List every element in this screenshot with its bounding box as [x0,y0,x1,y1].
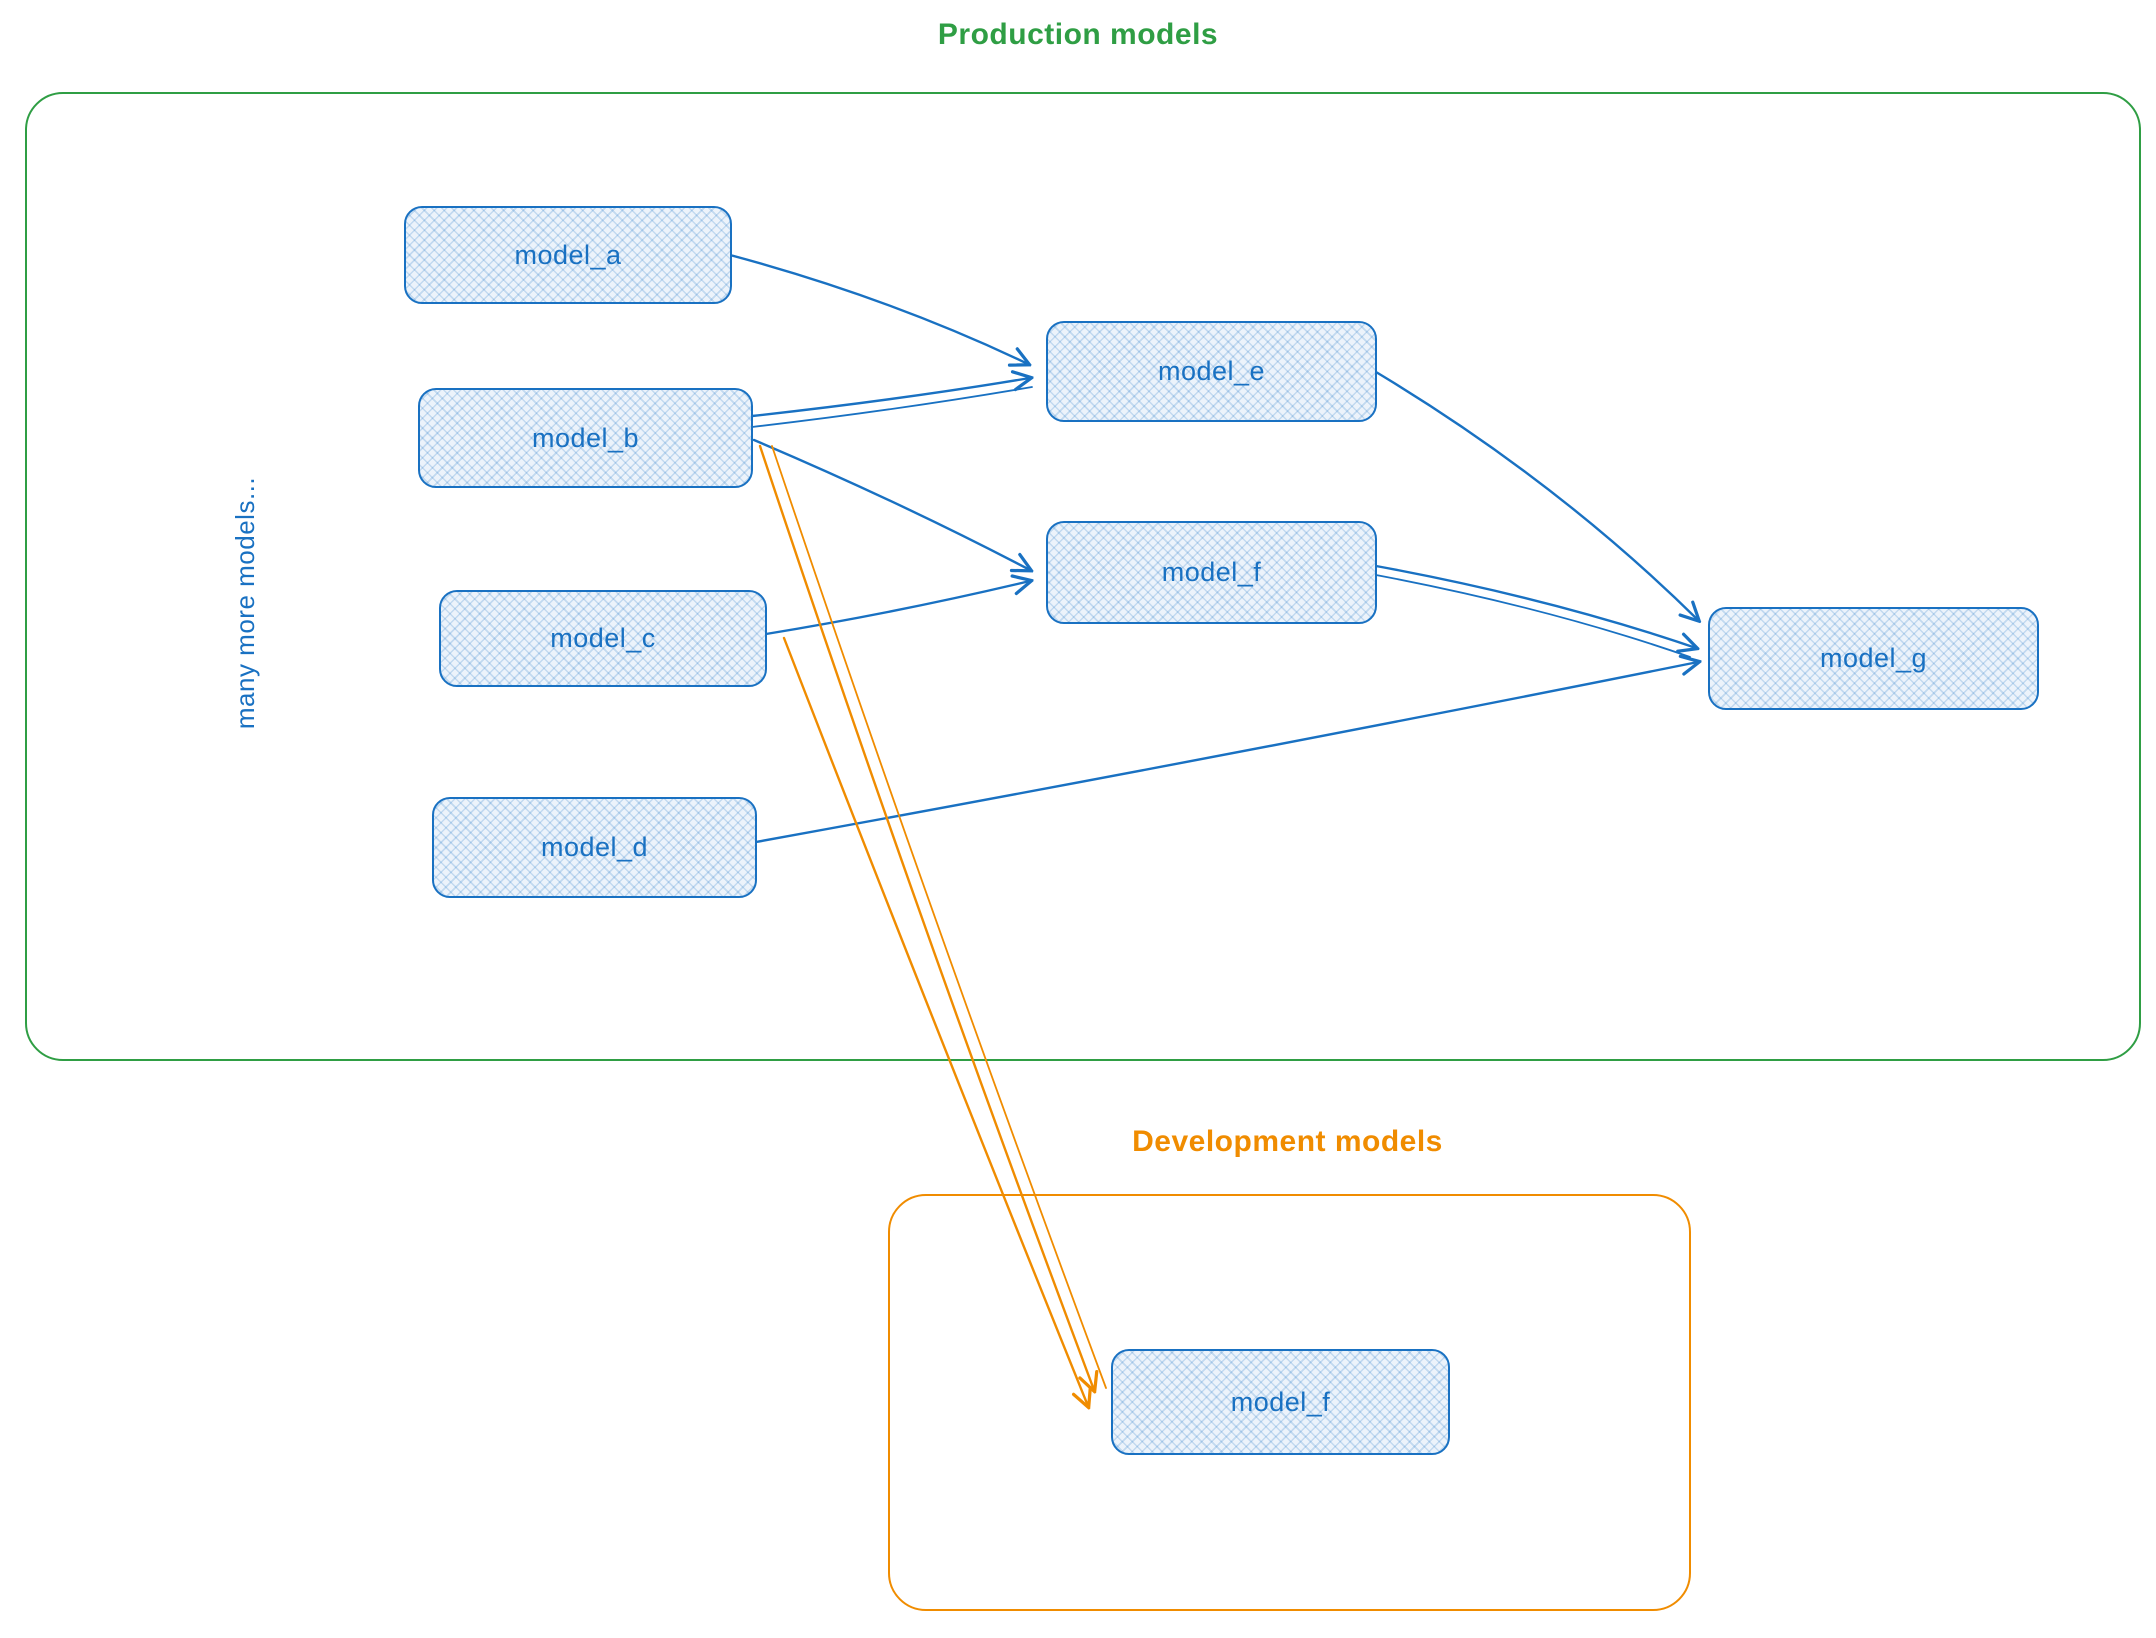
node-model-b-label: model_b [531,422,640,453]
node-model-d-label: model_d [540,832,649,862]
node-model-c-label: model_c [550,623,656,653]
node-model-g[interactable]: model_g [1708,607,2039,710]
node-model-b[interactable]: model_b [418,388,753,488]
node-model-e-label: model_e [1157,356,1266,386]
node-dev-model-f-label: model_f [1230,1386,1331,1417]
node-model-g-label: model_g [1819,643,1928,673]
many-more-models-label: many more models... [230,476,260,730]
node-model-f[interactable]: model_f [1046,521,1377,624]
node-model-e[interactable]: model_e [1046,321,1377,422]
node-dev-model-f[interactable]: model_f [1111,1349,1450,1455]
node-model-c[interactable]: model_c [439,590,767,687]
node-model-d[interactable]: model_d [432,797,757,898]
production-group-title: Production models [937,18,1219,51]
node-model-a-label: model_a [514,239,622,270]
node-model-f-label: model_f [1161,557,1262,587]
node-model-a[interactable]: model_a [404,206,732,304]
development-group-title: Development models [1132,1125,1443,1158]
